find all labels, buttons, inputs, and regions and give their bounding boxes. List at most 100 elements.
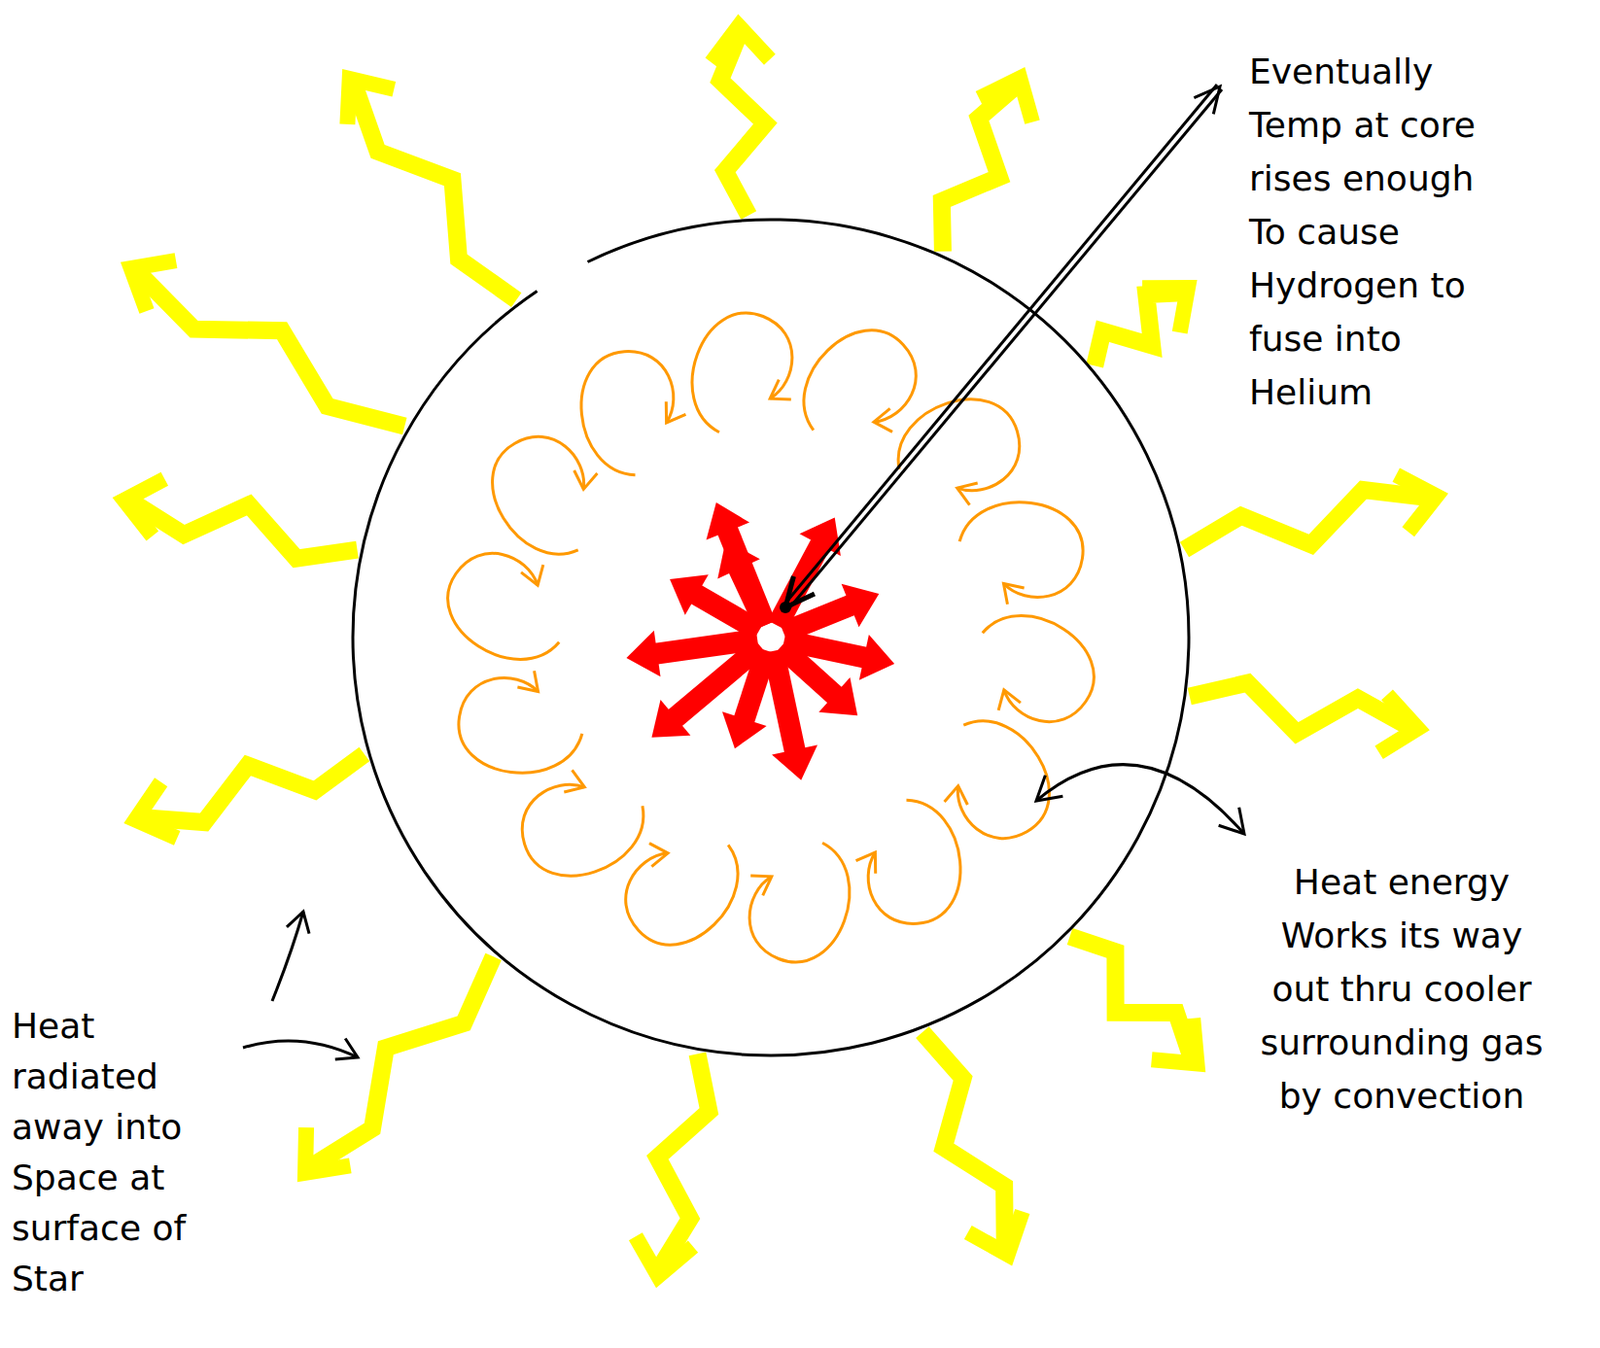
zigzag	[127, 253, 417, 446]
loop-curve	[919, 705, 1074, 856]
loop-head	[520, 561, 544, 586]
zigzag-head	[978, 66, 1046, 122]
core-arrow-head	[859, 634, 900, 688]
loop-curve	[792, 313, 930, 459]
zigzag	[127, 481, 362, 571]
radiation-arrows	[116, 24, 1443, 1282]
loop-head	[750, 873, 773, 897]
radiation-arrow	[629, 1048, 727, 1282]
leader-head	[286, 911, 310, 935]
radiation-arrow	[1048, 915, 1218, 1084]
loop-curve	[612, 816, 750, 963]
leader-head	[1218, 807, 1245, 835]
zigzag-head	[1379, 695, 1423, 758]
core-arrow-head	[771, 744, 825, 785]
radiation-arrow	[1076, 265, 1207, 388]
loop-head	[955, 475, 985, 505]
loop-head	[556, 769, 587, 800]
leader-line	[788, 89, 1222, 610]
zigzag	[1180, 477, 1434, 571]
zigzag	[1186, 675, 1414, 749]
convection-loops	[440, 309, 1102, 967]
loop-curve	[556, 334, 704, 487]
loop-curve	[971, 610, 1102, 729]
loop-head	[768, 379, 792, 402]
radiation-arrow	[127, 726, 373, 848]
zigzag	[294, 942, 510, 1182]
zigzag-head	[1142, 265, 1207, 333]
radiation-arrow	[709, 24, 778, 217]
core-arrow-shaft	[783, 601, 860, 632]
zigzag	[337, 71, 534, 314]
convection-loop	[792, 313, 930, 459]
leader-line	[783, 84, 1218, 606]
radiation-arrow	[116, 243, 419, 452]
convection-loop	[952, 484, 1095, 618]
annotation: Heat energy Works its way out thru coole…	[1255, 855, 1548, 1123]
core-arrow	[658, 558, 771, 652]
convection-loop	[837, 788, 986, 941]
convection-loop	[743, 840, 856, 967]
convection-loop	[447, 658, 590, 792]
convection-loop	[971, 610, 1102, 729]
loop-head	[657, 396, 686, 425]
convection-loop	[440, 547, 571, 665]
loop-curve	[468, 418, 623, 569]
loop-head	[514, 670, 541, 697]
leader-head	[1193, 86, 1220, 114]
core-arrow-head	[704, 530, 761, 579]
radiation-arrow	[282, 938, 516, 1193]
leader-head	[1036, 775, 1063, 801]
core-arrow-head	[636, 699, 691, 756]
zigzag	[1054, 921, 1207, 1074]
core-arrow-shaft	[734, 559, 766, 626]
core-arrow-head	[841, 572, 889, 627]
zigzag-head	[968, 1211, 1036, 1265]
zigzag-head	[116, 243, 176, 312]
core-arrows	[623, 493, 900, 786]
loop-curve	[440, 547, 571, 665]
leader-head	[335, 1038, 358, 1060]
zigzag-head	[127, 782, 177, 849]
annotation: Heat radiated away into Space at surface…	[11, 1001, 231, 1305]
core-arrow-head	[818, 677, 873, 733]
zigzag	[638, 1050, 719, 1273]
loop-head	[1001, 578, 1028, 605]
zigzag-head	[629, 1236, 694, 1282]
core-arrow-head	[623, 630, 661, 682]
core-arrow	[704, 530, 787, 635]
loop-curve	[447, 658, 590, 792]
leader-curve	[243, 1041, 358, 1058]
radiation-arrow	[326, 61, 540, 318]
convection-loop	[556, 334, 704, 487]
convection-loop	[468, 418, 623, 569]
loop-curve	[686, 309, 799, 435]
leader-head	[785, 576, 815, 608]
leader-curve	[1036, 765, 1245, 835]
leader-lines	[243, 84, 1245, 1060]
core-arrow-shaft	[773, 651, 798, 761]
convection-loop	[612, 816, 750, 963]
zigzag-head	[326, 61, 395, 125]
loop-head	[872, 405, 901, 433]
radiation-arrow	[118, 471, 364, 579]
loop-head	[568, 461, 598, 491]
core-arrow-shaft	[647, 639, 758, 656]
radiation-arrow	[1178, 467, 1443, 579]
loop-head	[641, 843, 669, 871]
zigzag-head	[709, 24, 770, 63]
loop-curve	[837, 788, 986, 941]
zigzag	[902, 1024, 1025, 1255]
loop-head	[856, 850, 885, 879]
zigzag	[137, 733, 371, 839]
core-arrow	[636, 628, 776, 757]
annotation: Eventually Temp at core rises enough To …	[1249, 44, 1522, 419]
zigzag-head	[1395, 467, 1443, 532]
loop-curve	[952, 484, 1095, 618]
zigzag-head	[282, 1127, 350, 1193]
core-arrow-head	[712, 711, 767, 756]
radiation-arrow	[916, 66, 1047, 264]
core-arrow-head	[658, 558, 709, 616]
star-outline	[352, 219, 1189, 1056]
loop-head	[998, 690, 1022, 714]
